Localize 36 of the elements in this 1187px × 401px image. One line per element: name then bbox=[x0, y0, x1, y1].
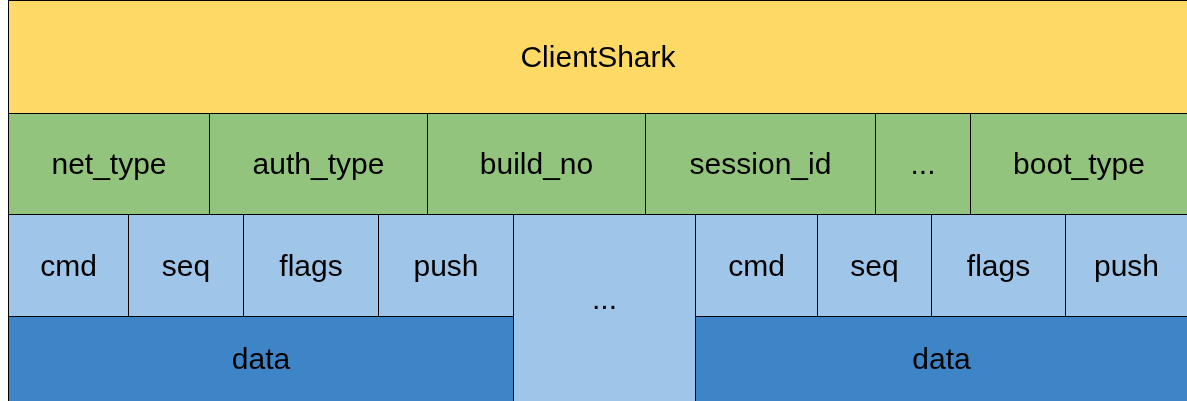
field-cell bbox=[970, 113, 1187, 215]
field-cell bbox=[817, 214, 932, 317]
field-cell bbox=[427, 113, 646, 215]
field-name: flags bbox=[966, 248, 1031, 283]
field-name: data bbox=[912, 342, 971, 376]
field-cell bbox=[243, 214, 379, 317]
field-cell bbox=[513, 214, 696, 401]
field-cell bbox=[8, 113, 210, 215]
field-cell bbox=[931, 214, 1066, 317]
field-name: push bbox=[1093, 248, 1160, 283]
field-cell bbox=[645, 113, 876, 215]
field-cell bbox=[209, 113, 428, 215]
field-cell bbox=[875, 113, 971, 215]
data-cell bbox=[8, 316, 514, 401]
field-name: cmd bbox=[40, 248, 97, 283]
field-cell bbox=[128, 214, 244, 317]
field-name: push bbox=[413, 248, 479, 283]
field-cell bbox=[1065, 214, 1187, 317]
field-cell bbox=[378, 214, 514, 317]
field-cell bbox=[695, 214, 818, 317]
header-bar bbox=[8, 0, 1187, 114]
field-name: boot_type bbox=[1013, 147, 1145, 181]
field-name: ClientShark bbox=[520, 40, 676, 74]
field-name: session_id bbox=[689, 147, 832, 181]
field-name: cmd bbox=[728, 248, 785, 283]
field-name: ... bbox=[592, 282, 617, 316]
field-cell bbox=[8, 214, 129, 317]
field-name: auth_type bbox=[252, 147, 385, 181]
field-name: seq bbox=[161, 248, 211, 283]
data-cell bbox=[695, 316, 1187, 401]
field-name: data bbox=[231, 342, 291, 376]
field-name: flags bbox=[279, 248, 343, 283]
field-name: build_no bbox=[479, 147, 594, 181]
field-name: seq bbox=[850, 248, 899, 283]
field-name: net_type bbox=[51, 147, 167, 181]
field-name: ... bbox=[910, 147, 936, 181]
